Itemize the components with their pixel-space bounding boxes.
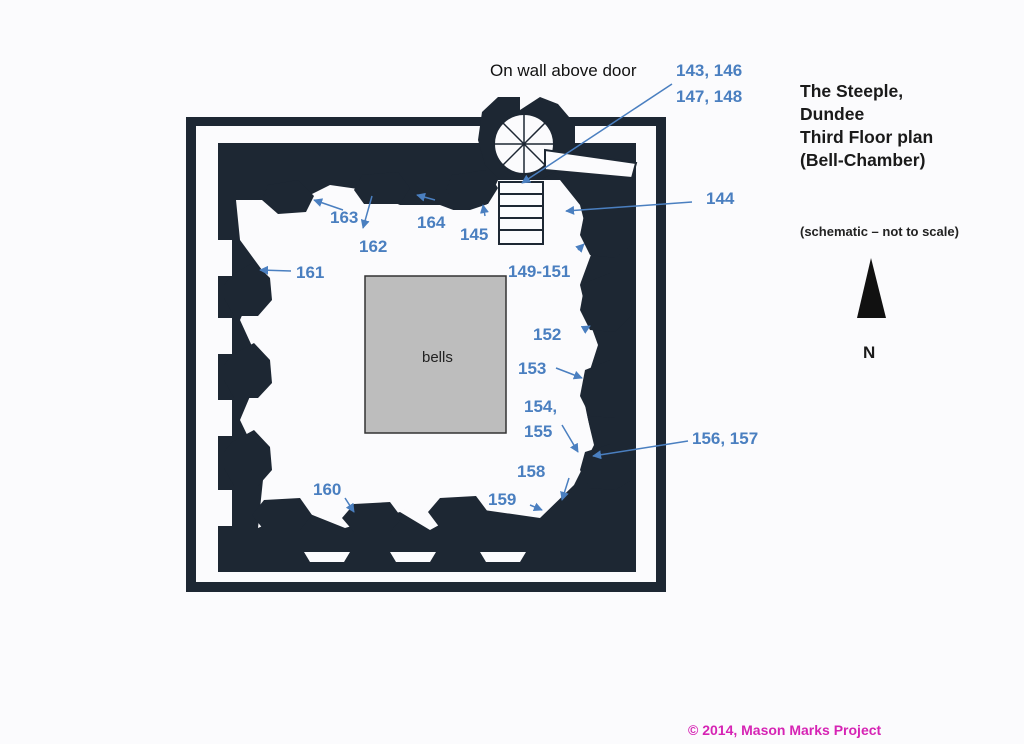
title-line-4: (Bell-Chamber) (800, 150, 926, 171)
title-line-2: Dundee (800, 104, 865, 125)
plan-title: The Steeple, Dundee Third Floor plan (Be… (800, 80, 933, 172)
stair-turret (478, 97, 638, 180)
inner-wall-mass (218, 143, 636, 572)
title-line-3: Third Floor plan (800, 127, 934, 148)
mark-158: 158 (517, 462, 546, 481)
north-arrow-icon (857, 258, 886, 318)
mark-154: 154, (524, 397, 558, 416)
mark-143-146: 143, 146 (676, 61, 743, 80)
mark-162: 162 (359, 237, 388, 256)
mark-163: 163 (330, 208, 359, 227)
wall-note: On wall above door (490, 61, 637, 80)
mark-153: 153 (518, 359, 547, 378)
mark-144: 144 (706, 189, 735, 208)
mark-159: 159 (488, 490, 517, 509)
mark-160: 160 (313, 480, 342, 499)
schematic-note: (schematic – not to scale) (800, 224, 959, 239)
bells-label: bells (422, 349, 453, 366)
mark-147-148: 147, 148 (676, 87, 743, 106)
title-line-1: The Steeple, (800, 81, 904, 101)
mark-164: 164 (417, 213, 446, 232)
mark-149-151: 149-151 (508, 262, 571, 281)
annotation-arrows (259, 83, 693, 513)
mark-155: 155 (524, 422, 553, 441)
mark-152: 152 (533, 325, 562, 344)
wall-piers (224, 170, 632, 532)
north-label: N (863, 343, 876, 362)
window-slits (218, 240, 526, 562)
mark-145: 145 (460, 225, 489, 244)
bells-block (364, 275, 507, 434)
straight-stair-icon (498, 181, 544, 245)
mark-161: 161 (296, 263, 325, 282)
mark-156-157: 156, 157 (692, 429, 759, 448)
copyright-notice: © 2014, Mason Marks Project (688, 722, 882, 738)
